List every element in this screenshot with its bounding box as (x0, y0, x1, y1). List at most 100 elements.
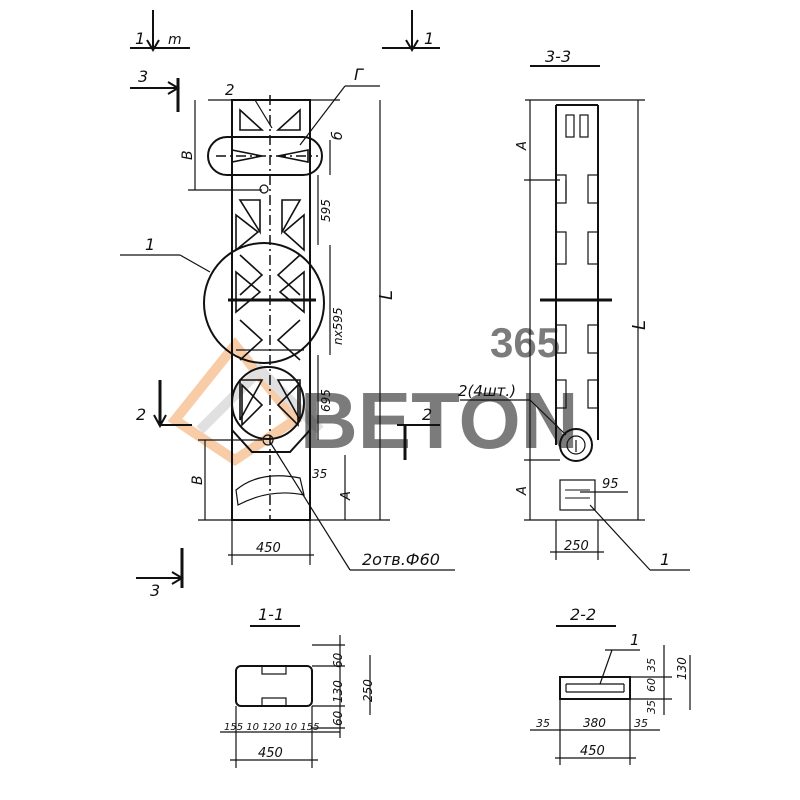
triangle (241, 383, 264, 427)
triangle (231, 149, 263, 163)
notch (565, 114, 575, 138)
callout-1-leader (179, 254, 211, 273)
dim-450: 450 (256, 541, 281, 556)
section-1-1-profile (235, 665, 313, 707)
hole-bottom (262, 434, 274, 446)
lifting-loop-circle (203, 242, 325, 364)
notch (555, 231, 567, 265)
dim-L: L (629, 320, 650, 330)
notch (579, 114, 589, 138)
dim-595-top: 595 (319, 199, 333, 222)
triangle (235, 213, 260, 252)
loop-circle (559, 428, 593, 462)
dim-35-right: 35 (634, 717, 648, 730)
dim-b-label: б (330, 131, 346, 140)
callout-1-leader (589, 504, 651, 571)
cut-3-bottom-label: 3 (150, 581, 160, 600)
cut-1-right-arrow (405, 39, 419, 52)
dim-B-bottom: В (190, 475, 206, 485)
hole-note: 2отв.Ф60 (362, 550, 440, 569)
callout-G: Г (354, 65, 364, 84)
triangle (238, 199, 261, 235)
callout-1: 1 (145, 235, 155, 254)
notch (587, 324, 599, 354)
bottom-circle (231, 366, 305, 440)
triangle (239, 379, 264, 421)
dim-95: 95 (602, 477, 619, 492)
dim-60: 60 (645, 678, 658, 692)
notch (555, 324, 567, 354)
triangle (235, 270, 262, 314)
chevron (239, 319, 264, 361)
dim-B-top: В (180, 150, 196, 160)
triangle (282, 213, 305, 252)
section-1-1-title: 1-1 (258, 605, 284, 624)
dim-L: L (376, 290, 397, 300)
notch (587, 379, 599, 409)
section-3-3: 3-3 А (458, 47, 690, 571)
watermark-number: 365 (490, 319, 560, 366)
callout-1: 1 (630, 631, 640, 649)
cut-1-right-label: 1 (424, 29, 434, 48)
dim-695: 695 (319, 389, 333, 412)
triangle (281, 199, 302, 236)
loop-circle-inner (566, 435, 586, 455)
dim-130: 130 (331, 680, 345, 703)
top-groove (261, 665, 287, 675)
triangle (276, 379, 301, 421)
section-2-2: 2-2 1 35 60 35 130 35 380 35 450 (530, 605, 691, 765)
bottom-dims: 155 10 120 10 155 (224, 722, 319, 733)
cut-1-left-arrow (146, 39, 160, 52)
bottom-chamfer (231, 429, 311, 453)
triangle (275, 108, 301, 131)
cut-2-left-arrow (153, 414, 167, 429)
triangle (239, 108, 265, 131)
dim-nx595: nx595 (331, 307, 345, 345)
chevron (239, 254, 264, 296)
notches (555, 114, 599, 409)
main-view: 1 m 1 3 3 2 2 (120, 10, 455, 600)
notch (555, 379, 567, 409)
break-line (235, 475, 305, 506)
dim-35-bottom: 35 (645, 700, 658, 714)
callout-2-leader (254, 99, 273, 129)
top-slot (207, 136, 323, 176)
callout-2-qty: 2(4шт.) (458, 382, 516, 400)
dim-A-top: А (515, 141, 530, 151)
callout-G-leader (299, 85, 346, 146)
hole-note-leader (269, 441, 351, 571)
base-block (559, 479, 596, 511)
dim-250: 250 (564, 539, 589, 554)
watermark-brand: BETON (300, 376, 579, 465)
dim-130: 130 (675, 657, 689, 680)
callout-1-leader (599, 649, 613, 685)
dim-60-bottom: 60 (331, 710, 345, 726)
triangle (277, 149, 309, 163)
notch (587, 174, 599, 204)
cut-1-left-label: 1 (135, 29, 145, 48)
callout-1: 1 (660, 550, 670, 569)
dim-450: 450 (580, 744, 605, 759)
dim-A: А (339, 491, 354, 501)
triangle (278, 270, 305, 314)
dim-250: 250 (361, 679, 375, 702)
notch (587, 231, 599, 265)
triangle (276, 383, 299, 427)
section-2-2-profile (559, 676, 631, 700)
dim-380: 380 (583, 716, 606, 730)
cut-3-top-label: 3 (138, 67, 148, 86)
dim-35-top: 35 (645, 658, 658, 672)
dim-35: 35 (312, 467, 327, 481)
dim-A-bottom: А (515, 486, 530, 496)
chevron (276, 254, 301, 296)
dim-450: 450 (258, 746, 283, 761)
cut-2-left-label: 2 (136, 405, 146, 424)
notch (555, 174, 567, 204)
dim-60-top: 60 (331, 652, 345, 668)
callout-2: 2 (225, 81, 235, 99)
dim-35-left: 35 (536, 717, 550, 730)
cut-1-suffix: m (168, 32, 182, 48)
